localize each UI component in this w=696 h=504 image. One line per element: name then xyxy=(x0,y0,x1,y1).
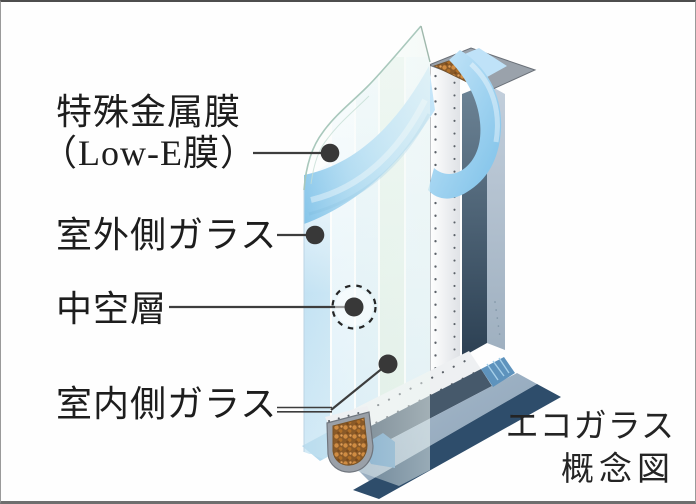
ribbon-highlight-side xyxy=(469,62,500,143)
leader-line-indoor-c xyxy=(330,366,385,411)
pointer-dot-indoor xyxy=(378,354,398,374)
pointer-dots xyxy=(305,143,398,374)
spacer-bar xyxy=(430,58,460,394)
glass-tip-edge xyxy=(420,25,431,63)
label-special-metal-film-line2: （Low-E膜） xyxy=(41,133,257,173)
pointer-dot-low-e xyxy=(320,143,340,163)
desiccant-granules-bottom xyxy=(332,417,368,466)
bottom-spacer-channel xyxy=(325,406,374,473)
caption-line1: エコガラス xyxy=(505,409,675,445)
label-air-layer: 中空層 xyxy=(56,289,168,329)
channel-top-rim xyxy=(325,406,370,424)
callouts xyxy=(169,151,385,413)
pointer-dot-outdoor xyxy=(305,225,325,245)
label-indoor-glass: 室内側ガラス xyxy=(56,384,278,424)
diagram-caption: エコガラス 概念図 xyxy=(506,406,675,492)
caption-line2: 概念図 xyxy=(561,452,675,488)
glass-inner-outline xyxy=(310,95,370,185)
spacer-perforations xyxy=(434,68,456,388)
air-layer-dashed-circle xyxy=(331,284,377,330)
label-outdoor-glass: 室外側ガラス xyxy=(56,215,278,255)
pointer-dot-air xyxy=(344,297,364,317)
low-e-film-ribbon-side xyxy=(428,50,502,199)
outdoor-glass-pane xyxy=(303,25,431,486)
label-special-metal-film-line1: 特殊金属膜 xyxy=(56,92,242,132)
frame-corner-hatch xyxy=(481,357,515,387)
label-special-metal-film: 特殊金属膜 （Low-E膜） xyxy=(41,92,257,174)
